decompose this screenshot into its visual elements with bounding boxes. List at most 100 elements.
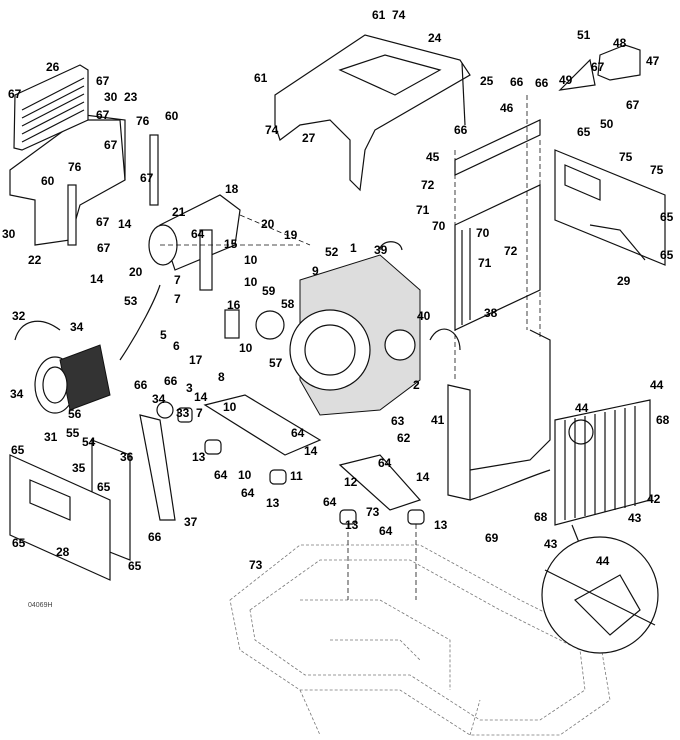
callout-65: 65 (660, 248, 674, 262)
callout-61: 61 (254, 71, 268, 85)
callout-1: 1 (350, 241, 357, 255)
callout-71: 71 (416, 203, 430, 217)
callout-65: 65 (660, 210, 674, 224)
radiator (447, 95, 551, 501)
callout-60: 60 (41, 174, 55, 188)
callout-20: 20 (261, 217, 275, 231)
callout-10: 10 (223, 400, 237, 414)
callout-15: 15 (224, 237, 238, 251)
callout-44: 44 (596, 554, 610, 568)
callout-49: 49 (559, 73, 573, 87)
callout-67: 67 (140, 171, 154, 185)
callout-16: 16 (227, 298, 241, 312)
callout-43: 43 (628, 511, 642, 525)
callout-76: 76 (68, 160, 82, 174)
callout-64: 64 (379, 524, 393, 538)
callout-66: 66 (535, 76, 549, 90)
callout-14: 14 (416, 470, 430, 484)
callout-36: 36 (120, 450, 134, 464)
callout-13: 13 (266, 496, 280, 510)
callout-68: 68 (534, 510, 548, 524)
callout-27: 27 (302, 131, 316, 145)
callout-71: 71 (478, 256, 492, 270)
callout-14: 14 (118, 217, 132, 231)
callout-64: 64 (378, 456, 392, 470)
radiator-screen (541, 399, 659, 654)
callout-2: 2 (413, 378, 420, 392)
callout-10: 10 (238, 468, 252, 482)
callout-34: 34 (10, 387, 24, 401)
callout-13: 13 (434, 518, 448, 532)
callout-67: 67 (96, 108, 110, 122)
callout-45: 45 (426, 150, 440, 164)
callout-44: 44 (650, 378, 664, 392)
callout-66: 66 (164, 374, 178, 388)
callout-38: 38 (484, 306, 498, 320)
callout-47: 47 (646, 54, 660, 68)
callout-66: 66 (134, 378, 148, 392)
callout-51: 51 (577, 28, 591, 42)
callout-67: 67 (591, 60, 605, 74)
callout-57: 57 (269, 356, 283, 370)
callout-67: 67 (626, 98, 640, 112)
callout-55: 55 (66, 426, 80, 440)
callout-30: 30 (104, 90, 118, 104)
callout-19: 19 (284, 228, 298, 242)
muffler (119, 194, 311, 361)
callout-50: 50 (600, 117, 614, 131)
callout-37: 37 (184, 515, 198, 529)
callout-68: 68 (656, 413, 670, 427)
engine-mounts (203, 394, 425, 600)
callout-61: 61 (372, 8, 386, 22)
callout-31: 31 (44, 430, 58, 444)
right-shroud-bracket (9, 401, 193, 581)
callout-26: 26 (46, 60, 60, 74)
drawing-id: 04069H (28, 602, 53, 609)
callout-18: 18 (225, 182, 239, 196)
callout-14: 14 (90, 272, 104, 286)
callout-7: 7 (174, 273, 181, 287)
callout-58: 58 (281, 297, 295, 311)
callout-17: 17 (189, 353, 203, 367)
callout-76: 76 (136, 114, 150, 128)
callout-42: 42 (647, 492, 661, 506)
callout-8: 8 (218, 370, 225, 384)
callout-14: 14 (304, 444, 318, 458)
callout-13: 13 (192, 450, 206, 464)
callout-64: 64 (323, 495, 337, 509)
callout-28: 28 (56, 545, 70, 559)
callout-70: 70 (432, 219, 446, 233)
callout-29: 29 (617, 274, 631, 288)
callout-39: 39 (374, 243, 388, 257)
callout-59: 59 (262, 284, 276, 298)
callout-43: 43 (544, 537, 558, 551)
callout-7: 7 (174, 292, 181, 306)
callout-52: 52 (325, 245, 339, 259)
callout-67: 67 (96, 74, 110, 88)
callout-74: 74 (265, 123, 279, 137)
callout-30: 30 (2, 227, 16, 241)
callout-3: 3 (186, 381, 193, 395)
callout-69: 69 (485, 531, 499, 545)
callout-75: 75 (619, 150, 633, 164)
callout-35: 35 (72, 461, 86, 475)
callout-65: 65 (11, 443, 25, 457)
callout-25: 25 (480, 74, 494, 88)
callout-67: 67 (96, 215, 110, 229)
callout-73: 73 (249, 558, 263, 572)
callout-67: 67 (104, 138, 118, 152)
callout-64: 64 (191, 227, 205, 241)
callout-34: 34 (70, 320, 84, 334)
callout-22: 22 (28, 253, 42, 267)
callout-64: 64 (214, 468, 228, 482)
rear-grille-panel (554, 44, 666, 266)
callout-60: 60 (165, 109, 179, 123)
callout-10: 10 (239, 341, 253, 355)
callout-10: 10 (244, 253, 258, 267)
callout-66: 66 (454, 123, 468, 137)
callout-63: 63 (391, 414, 405, 428)
callout-65: 65 (577, 125, 591, 139)
